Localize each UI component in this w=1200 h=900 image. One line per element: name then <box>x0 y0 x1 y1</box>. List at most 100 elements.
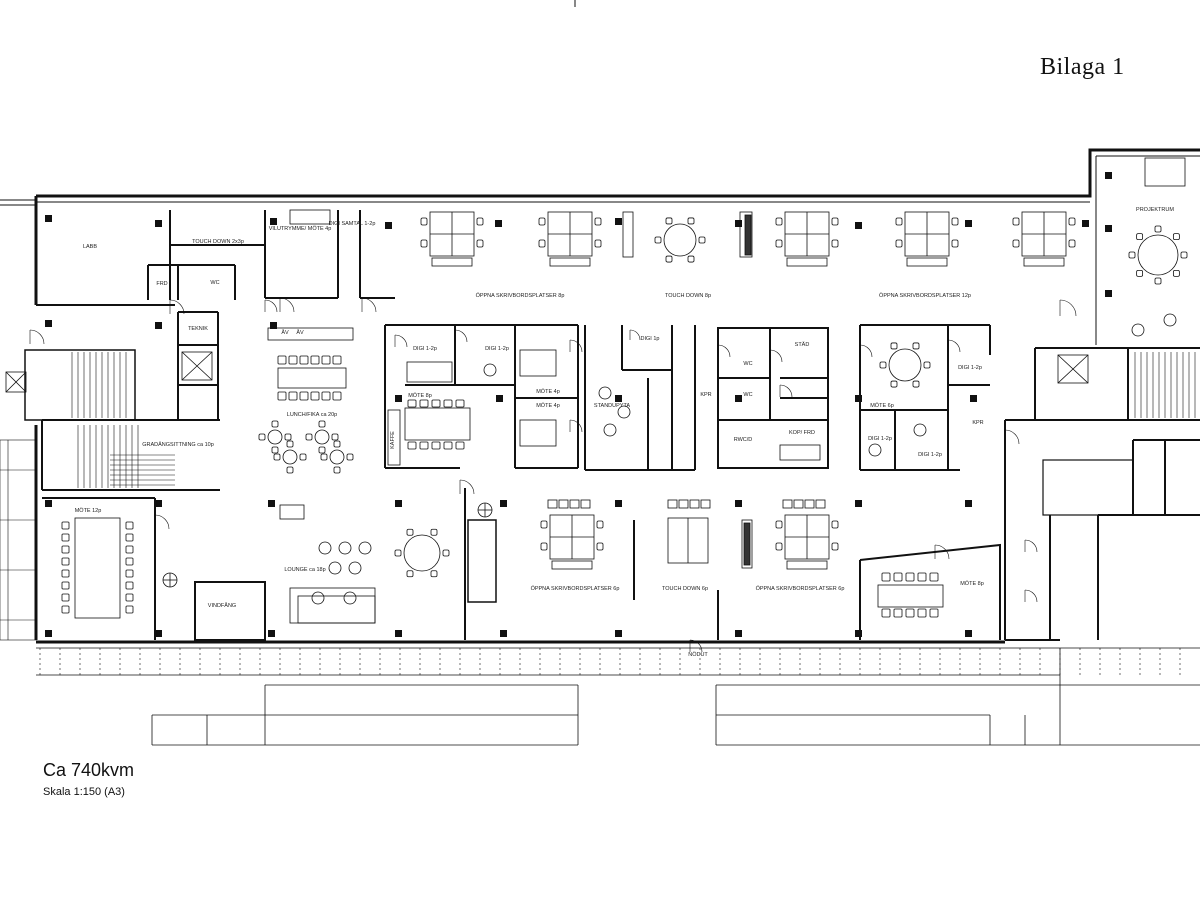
room-label-digi-c: DIGI 1p <box>641 336 660 342</box>
round-tables <box>162 217 1188 605</box>
room-label-wc-1: WC <box>743 361 752 367</box>
door-arc <box>1059 299 1077 317</box>
column <box>965 220 972 227</box>
room-label-mote-6: MÖTE 6p <box>870 402 894 409</box>
desk-cluster <box>775 211 839 267</box>
room-label-digi-samtal: DIGI SAMTAL 1-2p <box>329 221 376 227</box>
column <box>615 500 622 507</box>
column <box>1105 225 1112 232</box>
doors <box>29 297 1077 653</box>
column <box>155 322 162 329</box>
door-arc <box>569 419 583 433</box>
room-label-gradang: GRADÄNGSITTNING ca 10p <box>142 441 214 448</box>
desk-cluster <box>540 514 604 570</box>
column <box>855 222 862 229</box>
column <box>395 630 402 637</box>
column <box>615 630 622 637</box>
column <box>155 220 162 227</box>
round-table <box>1128 225 1188 285</box>
left-exterior <box>0 439 37 641</box>
round-table <box>879 342 931 388</box>
room-label-digi-d: DIGI 1-2p <box>958 365 982 371</box>
room-label-kpr-2: KPR <box>972 420 983 426</box>
column <box>395 395 402 402</box>
column <box>735 500 742 507</box>
door-arc <box>169 299 185 315</box>
door-arc <box>717 344 731 358</box>
column <box>1105 172 1112 179</box>
door-arc <box>779 384 793 398</box>
door-arc <box>569 339 583 353</box>
door-arc <box>689 639 703 653</box>
column <box>155 500 162 507</box>
room-label-stad: STÄD <box>795 341 810 348</box>
door-arc <box>947 339 961 353</box>
door-arc <box>934 544 950 560</box>
column <box>855 630 862 637</box>
door-arc <box>1004 429 1020 445</box>
room-label-projektrum: PROJEKTRUM <box>1136 207 1174 213</box>
column <box>495 220 502 227</box>
round-table <box>305 420 339 454</box>
column <box>270 218 277 225</box>
interior-walls <box>24 210 1200 641</box>
room-label-labb: LABB <box>83 244 97 250</box>
round-table <box>273 440 307 474</box>
room-label-kitchen-1: ÅV <box>281 329 289 336</box>
door-arc <box>459 479 475 495</box>
lift-boxes <box>5 351 1089 393</box>
room-label-mote-4b: MÖTE 4p <box>536 402 560 409</box>
door-arc <box>264 299 278 313</box>
room-label-wc-2: WC <box>743 392 752 398</box>
column <box>970 395 977 402</box>
column <box>735 395 742 402</box>
room-label-lunch: LUNCH/FIKA ca 20p <box>287 412 337 418</box>
column <box>965 630 972 637</box>
door-arc <box>154 514 170 530</box>
room-label-open-desks-2: ÖPPNA SKRIVBORDSPLATSER 12p <box>879 292 971 299</box>
long-tables <box>74 157 1186 624</box>
desks <box>61 211 1076 618</box>
door-arc <box>859 344 873 358</box>
column <box>385 222 392 229</box>
column <box>45 320 52 327</box>
room-label-vilrum: VILUTRYMME/ MÖTE 4p <box>269 225 332 232</box>
door-arc <box>394 334 408 348</box>
desk-cluster <box>775 514 839 570</box>
stairs <box>71 352 1196 488</box>
column <box>395 500 402 507</box>
room-label-rwc: RWC/D <box>734 437 753 443</box>
column <box>1082 220 1089 227</box>
room-label-frd: FRD <box>156 281 167 287</box>
desk-cluster <box>895 211 959 267</box>
desk-cluster <box>420 211 484 267</box>
room-label-mote-8: MÖTE 8p <box>408 392 432 399</box>
room-label-digi-b: DIGI 1-2p <box>485 346 509 352</box>
column <box>735 220 742 227</box>
room-label-kpr-1: KPR <box>700 392 711 398</box>
door-arc <box>769 349 783 363</box>
touchdown-bench <box>667 517 709 564</box>
room-label-vindfang: VINDFÅNG <box>208 602 236 609</box>
round-table <box>654 217 706 263</box>
column <box>45 215 52 222</box>
columns <box>45 172 1112 637</box>
column <box>500 500 507 507</box>
column <box>155 630 162 637</box>
room-label-mote-4a: MÖTE 4p <box>536 388 560 395</box>
appendix-label: Bilaga 1 <box>1040 54 1125 80</box>
room-label-touchdown-top: TOUCH DOWN 2x3p <box>192 239 244 245</box>
round-table <box>394 528 450 578</box>
door-arc <box>361 297 377 313</box>
room-label-digi-a: DIGI 1-2p <box>413 346 437 352</box>
room-label-open-desks-4: ÖPPNA SKRIVBORDSPLATSER 6p <box>756 585 845 592</box>
exterior-strip <box>36 647 1200 746</box>
room-label-mote-12: MÖTE 12p <box>75 507 102 514</box>
column <box>500 630 507 637</box>
door-arc <box>629 329 641 341</box>
room-label-nodutg: NÖDUT <box>688 651 708 658</box>
column <box>855 500 862 507</box>
room-label-teknik: TEKNIK <box>188 326 208 332</box>
room-label-lounge: LOUNGE ca 18p <box>284 567 325 573</box>
